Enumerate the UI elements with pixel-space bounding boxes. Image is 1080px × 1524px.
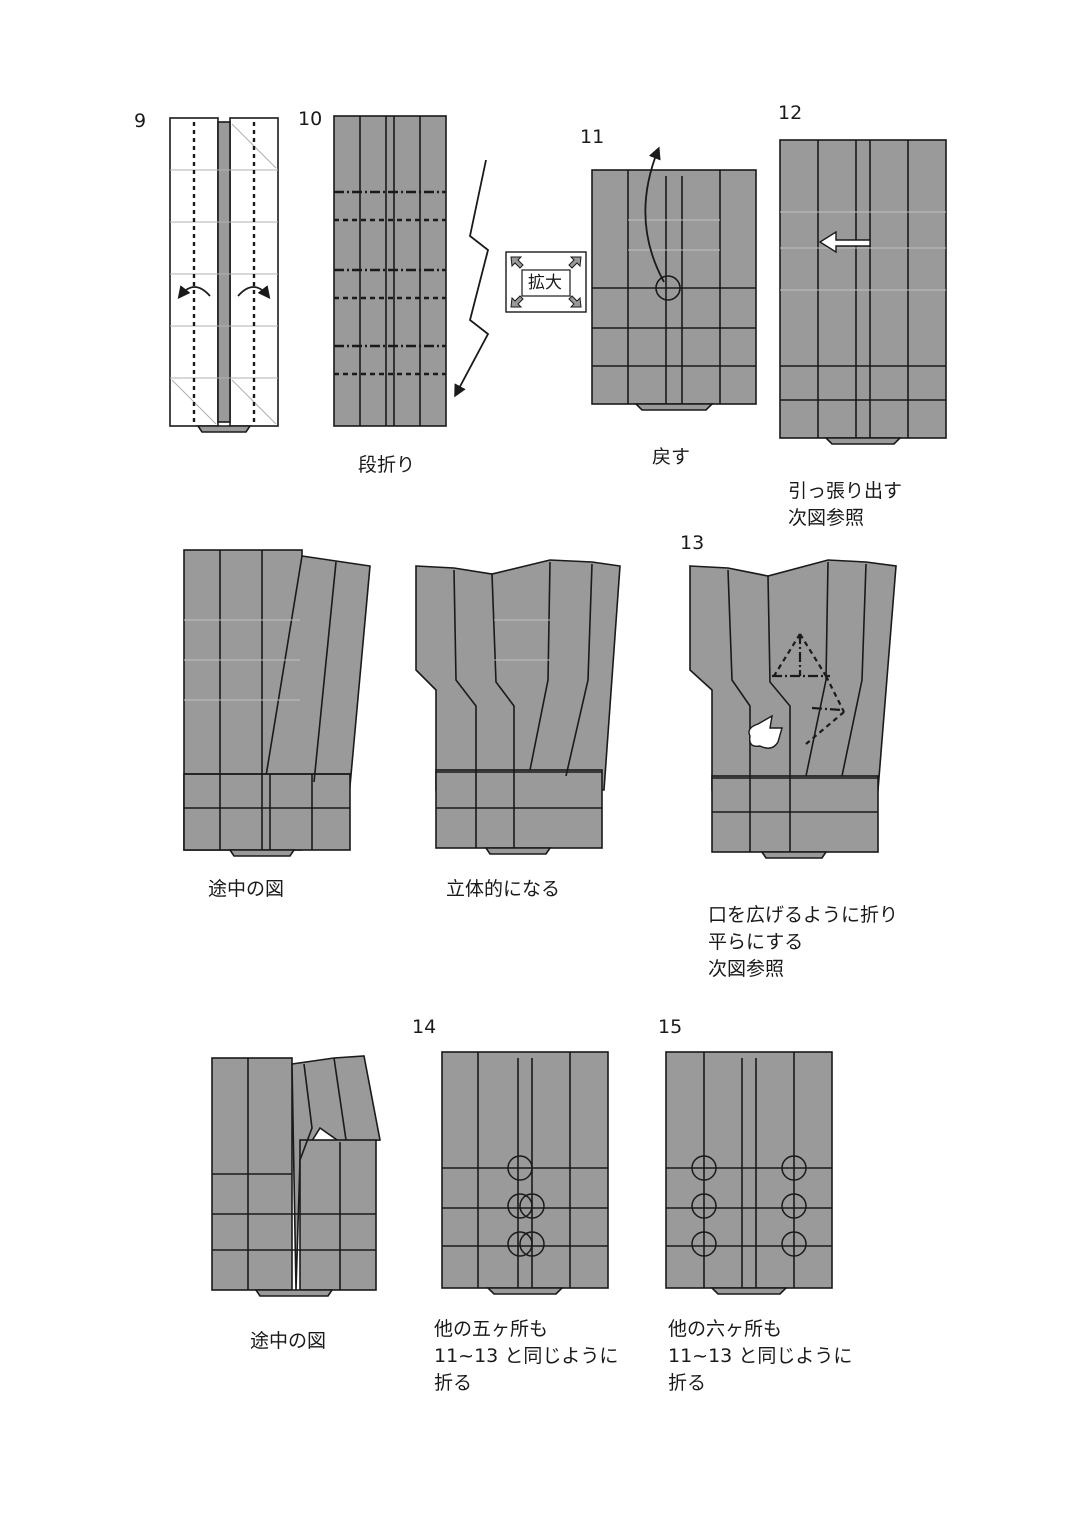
step-number-12: 12 bbox=[778, 102, 803, 124]
step-13-caption-line-3: 次図参照 bbox=[708, 958, 785, 980]
step-15-caption: 他の六ヶ所も 11~13 と同じように 折る bbox=[668, 1316, 852, 1397]
step-number-13: 13 bbox=[680, 532, 705, 554]
step-12-pull-arrow bbox=[818, 230, 871, 254]
solid-figure bbox=[415, 559, 621, 855]
step-13-figure bbox=[689, 559, 897, 859]
step-number-9: 9 bbox=[134, 110, 147, 132]
step-13-base-tab bbox=[760, 851, 828, 859]
zoom-arrow-br bbox=[568, 295, 582, 308]
mid-figure-2 bbox=[211, 1055, 381, 1297]
mid1-lower-block bbox=[183, 773, 351, 851]
zoom-badge-label: 拡大 bbox=[528, 273, 562, 293]
mid2-right-lower bbox=[299, 1139, 377, 1291]
zoom-arrow-tr bbox=[568, 256, 582, 269]
step-14-caption-line-3: 折る bbox=[434, 1372, 473, 1394]
step-13-open-arrow bbox=[748, 714, 783, 749]
step-14-caption-line-1: 他の五ヶ所も bbox=[434, 1318, 549, 1340]
step-15-base-tab bbox=[710, 1287, 788, 1295]
step-13-fold-lines bbox=[772, 633, 845, 745]
solid-lower-block bbox=[435, 769, 603, 849]
step-14-caption: 他の五ヶ所も 11~13 と同じように 折る bbox=[434, 1316, 618, 1397]
step-14-caption-line-2: 11~13 と同じように bbox=[434, 1345, 619, 1367]
mid-figure-2-caption: 途中の図 bbox=[250, 1330, 327, 1352]
step-number-11: 11 bbox=[580, 126, 605, 148]
step-9-base-tab bbox=[196, 425, 252, 433]
zoom-arrow-tl bbox=[510, 256, 524, 269]
step-9-figure bbox=[169, 117, 279, 433]
step-10-figure bbox=[333, 115, 490, 427]
step-11-figure bbox=[591, 146, 757, 411]
step-15-caption-line-1: 他の六ヶ所も bbox=[668, 1318, 783, 1340]
step-13-lower-block bbox=[711, 775, 879, 853]
mid-figure-1 bbox=[183, 549, 371, 857]
step-12-caption: 引っ張り出す 次図参照 bbox=[788, 478, 902, 532]
step-15-caption-line-3: 折る bbox=[668, 1372, 707, 1394]
step-12-caption-line-2: 次図参照 bbox=[788, 507, 865, 529]
solid-figure-caption: 立体的になる bbox=[446, 878, 561, 900]
step-13-caption-line-1: 口を広げるように折り bbox=[708, 904, 899, 926]
step-10-caption: 段折り bbox=[358, 454, 416, 476]
step-12-figure bbox=[779, 139, 947, 445]
mid-figure-1-caption: 途中の図 bbox=[208, 878, 285, 900]
step-10-pleat-arrow bbox=[454, 159, 490, 398]
step-12-base-tab bbox=[824, 437, 902, 445]
mid2-base-tab bbox=[254, 1289, 334, 1297]
step-9-arrow-right bbox=[237, 285, 271, 299]
step-number-14: 14 bbox=[412, 1016, 437, 1038]
step-9-center-core bbox=[217, 121, 231, 423]
step-15-figure bbox=[665, 1051, 833, 1295]
step-15-caption-line-2: 11~13 と同じように bbox=[668, 1345, 853, 1367]
step-number-15: 15 bbox=[658, 1016, 683, 1038]
solid-top-body bbox=[415, 559, 621, 791]
step-14-figure bbox=[441, 1051, 609, 1295]
step-15-circles bbox=[691, 1155, 807, 1257]
step-11-body bbox=[591, 169, 757, 405]
step-9-right-strip bbox=[229, 117, 279, 427]
step-11-return-arrow bbox=[644, 146, 665, 283]
zoom-arrow-bl bbox=[510, 295, 524, 308]
step-12-caption-line-1: 引っ張り出す bbox=[788, 480, 903, 502]
step-14-circles bbox=[507, 1155, 545, 1257]
step-11-target-circle bbox=[655, 275, 681, 301]
step-13-caption-line-2: 平らにする bbox=[708, 931, 804, 953]
step-14-base-tab bbox=[486, 1287, 564, 1295]
step-12-body bbox=[779, 139, 947, 439]
step-13-caption: 口を広げるように折り 平らにする 次図参照 bbox=[708, 902, 898, 983]
step-14-body bbox=[441, 1051, 609, 1289]
step-11-base-tab bbox=[634, 403, 714, 411]
step-15-body bbox=[665, 1051, 833, 1289]
zoom-badge bbox=[505, 251, 587, 313]
solid-base-tab bbox=[484, 847, 552, 855]
step-9-arrow-left bbox=[177, 285, 211, 299]
mid1-base-tab bbox=[228, 849, 296, 857]
step-9-left-strip bbox=[169, 117, 219, 427]
step-11-caption: 戻す bbox=[652, 446, 691, 468]
step-number-10: 10 bbox=[298, 108, 323, 130]
